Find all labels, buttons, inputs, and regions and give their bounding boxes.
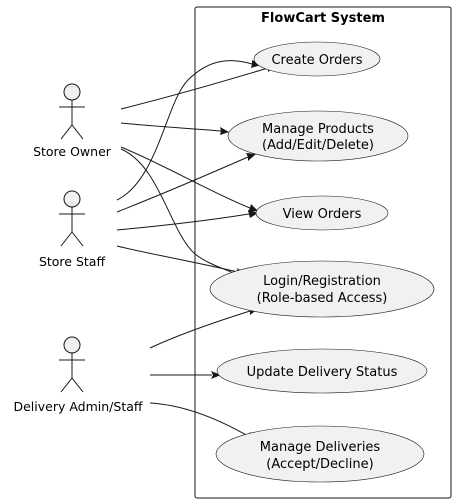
use-case-ellipse	[216, 348, 428, 394]
actor-head	[63, 190, 81, 208]
use-case-label: Manage Deliveries	[260, 440, 381, 455]
assoc-staff-products	[116, 156, 249, 213]
use-case-view-orders: View Orders	[255, 195, 389, 231]
assoc-owner-products	[120, 122, 222, 132]
actor-leg-right	[71, 124, 84, 140]
use-case-label: Update Delivery Status	[247, 365, 398, 380]
use-case-ellipse	[255, 195, 389, 231]
use-case-label: View Orders	[283, 207, 362, 222]
use-case-login-registration: Login/Registration (Role-based Access)	[209, 260, 435, 318]
use-case-label: Login/Registration	[263, 274, 381, 289]
system-title: FlowCart System	[261, 11, 385, 26]
actor-label-store-staff: Store Staff	[39, 254, 106, 269]
arrowhead-owner-products	[220, 127, 229, 135]
arrowhead-owner-view	[248, 204, 258, 212]
arrowhead-staff-create	[251, 60, 261, 68]
actor-leg-left	[60, 124, 73, 140]
use-case-manage-deliveries: Manage Deliveries (Accept/Decline)	[215, 425, 425, 483]
assoc-owner-create	[120, 67, 269, 110]
actor-head	[63, 83, 81, 101]
actor-head	[63, 336, 81, 354]
assoc-delivery-deliveries	[149, 402, 249, 437]
assoc-owner-view	[120, 146, 251, 209]
use-case-ellipse	[215, 425, 425, 483]
use-case-ellipse	[209, 260, 435, 318]
use-case-ellipse	[253, 41, 381, 77]
use-case-manage-products: Manage Products (Add/Edit/Delete)	[227, 110, 409, 162]
actor-store-staff: Store Staff	[39, 190, 106, 269]
system-boundary: FlowCart System	[194, 6, 452, 499]
actor-label-store-owner: Store Owner	[33, 144, 112, 159]
arrowhead-staff-view	[248, 210, 258, 218]
use-case-sublabel: (Accept/Decline)	[266, 457, 373, 472]
associations	[116, 60, 269, 437]
assoc-staff-view	[116, 213, 250, 231]
actor-label-delivery-admin: Delivery Admin/Staff	[13, 399, 142, 414]
actor-leg-right	[71, 377, 84, 393]
arrowhead-staff-products	[246, 153, 256, 161]
actor-store-owner: Store Owner	[33, 83, 112, 159]
arrowhead-delivery-status	[211, 371, 221, 379]
assoc-staff-create	[116, 60, 253, 201]
assoc-staff-login	[116, 245, 239, 273]
assoc-delivery-login	[149, 310, 251, 349]
use-case-sublabel: (Role-based Access)	[257, 291, 388, 306]
use-case-sublabel: (Add/Edit/Delete)	[262, 138, 374, 153]
use-case-create-orders: Create Orders	[253, 41, 381, 77]
actor-leg-left	[60, 231, 73, 247]
system-boundary-frame	[194, 6, 452, 499]
use-case-update-delivery-status: Update Delivery Status	[216, 348, 428, 394]
actor-leg-right	[71, 231, 84, 247]
use-case-label: Manage Products	[262, 122, 374, 137]
use-case-label: Create Orders	[271, 53, 362, 68]
use-case-ellipse	[227, 110, 409, 162]
actor-delivery-admin: Delivery Admin/Staff	[13, 336, 143, 414]
actor-leg-left	[60, 377, 73, 393]
